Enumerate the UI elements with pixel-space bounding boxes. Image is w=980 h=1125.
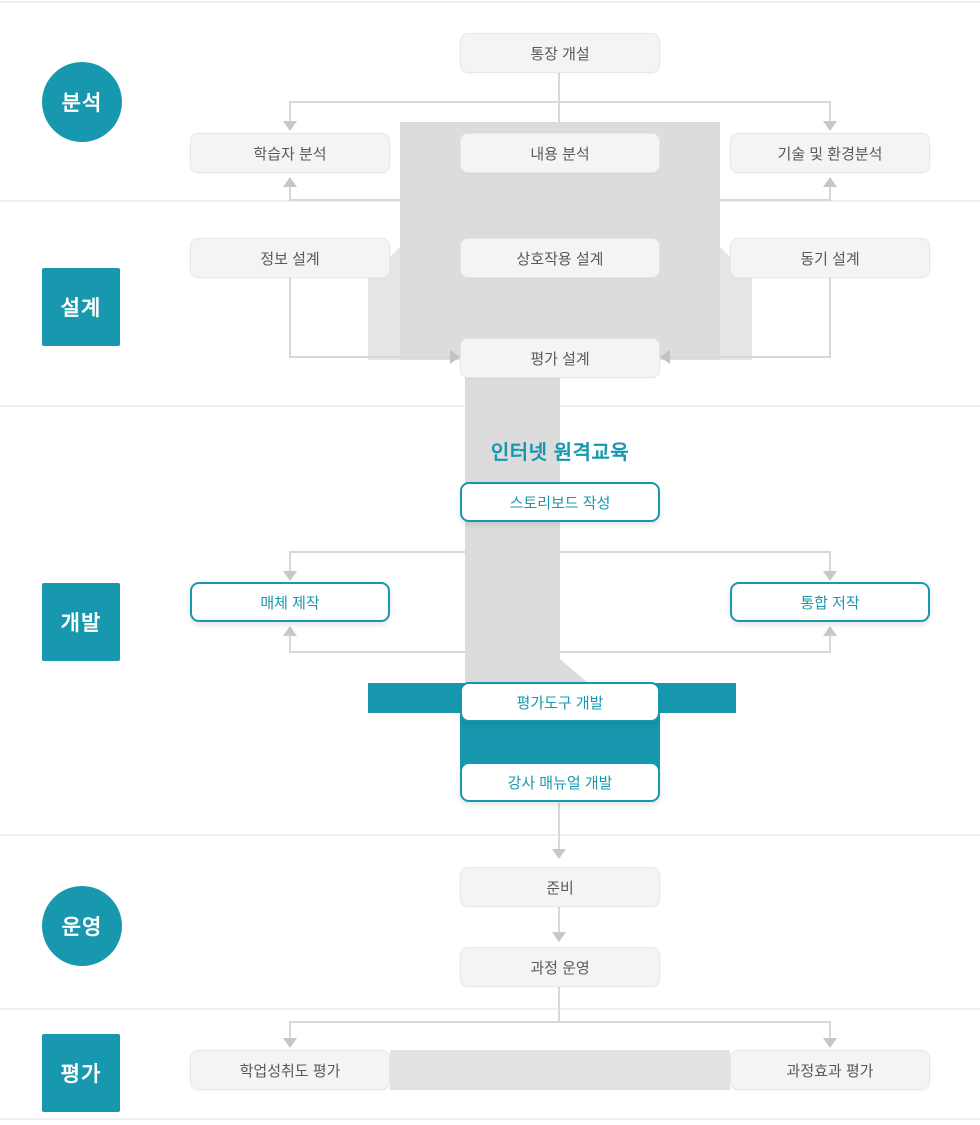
stage-badge-evaluation: 평가: [42, 1034, 120, 1112]
connector-line: [289, 278, 291, 358]
stage-badge-development: 개발: [42, 583, 120, 661]
flow-wing-right: [720, 263, 752, 360]
arrow-down-icon: [283, 121, 297, 131]
connector-line: [289, 101, 831, 103]
diagram-title: 인터넷 원격교육: [490, 442, 630, 464]
node-evaluation-design: 평가 설계: [460, 338, 660, 378]
connector-line: [289, 101, 291, 122]
node-content-analysis: 내용 분석: [460, 133, 660, 173]
arrow-down-icon: [552, 932, 566, 942]
node-integrated-authoring: 통합 저작: [730, 582, 930, 622]
node-interaction-design: 상호작용 설계: [460, 238, 660, 278]
connector-line: [829, 635, 831, 653]
arrow-down-icon: [823, 1038, 837, 1048]
connector-line: [289, 1021, 831, 1023]
stage-badge-operation: 운영: [42, 886, 122, 966]
connector-line: [829, 551, 831, 572]
stage-badge-design: 설계: [42, 268, 120, 346]
connector-line: [829, 101, 831, 122]
connector-line: [829, 278, 831, 358]
connector-line: [289, 186, 291, 201]
connector-line: [558, 803, 560, 850]
arrow-down-icon: [823, 571, 837, 581]
node-course-effect-evaluation: 과정효과 평가: [730, 1050, 930, 1090]
connector-line: [558, 907, 560, 933]
flow-shaft-tip: [560, 659, 588, 683]
section-divider: [0, 834, 980, 836]
arrow-left-icon: [660, 350, 670, 364]
arrow-down-icon: [283, 571, 297, 581]
connector-line: [289, 551, 291, 572]
node-media-production: 매체 제작: [190, 582, 390, 622]
connector-line: [829, 1021, 831, 1038]
connector-line: [558, 73, 560, 122]
arrow-down-icon: [823, 121, 837, 131]
connector-line: [289, 651, 831, 653]
section-divider: [0, 1, 980, 3]
node-preparation: 준비: [460, 867, 660, 907]
connector-line: [289, 551, 831, 553]
connector-line: [670, 356, 831, 358]
connector-line: [289, 356, 451, 358]
node-achievement-evaluation: 학업성취도 평가: [190, 1050, 390, 1090]
stage-badge-analysis: 분석: [42, 62, 122, 142]
node-instructor-manual-dev: 강사 매뉴얼 개발: [460, 762, 660, 802]
arrow-up-icon: [283, 626, 297, 636]
node-learner-analysis: 학습자 분석: [190, 133, 390, 173]
arrow-down-icon: [552, 849, 566, 859]
node-tech-env-analysis: 기술 및 환경분석: [730, 133, 930, 173]
node-information-design: 정보 설계: [190, 238, 390, 278]
arrow-up-icon: [283, 177, 297, 187]
node-course-operation: 과정 운영: [460, 947, 660, 987]
section-divider: [0, 1118, 980, 1120]
arrow-up-icon: [823, 626, 837, 636]
flow-wing-left: [368, 263, 400, 360]
arrow-up-icon: [823, 177, 837, 187]
section-divider: [0, 1008, 980, 1010]
arrow-down-icon: [283, 1038, 297, 1048]
node-account-opening: 통장 개설: [460, 33, 660, 73]
node-evaluation-tool-dev: 평가도구 개발: [460, 682, 660, 722]
connector-line: [558, 987, 560, 1023]
connector-line: [829, 186, 831, 201]
connector-line: [289, 635, 291, 653]
node-motivation-design: 동기 설계: [730, 238, 930, 278]
connector-line: [289, 1021, 291, 1038]
node-storyboard-writing: 스토리보드 작성: [460, 482, 660, 522]
evaluation-band: [390, 1050, 730, 1090]
arrow-right-icon: [450, 350, 460, 364]
